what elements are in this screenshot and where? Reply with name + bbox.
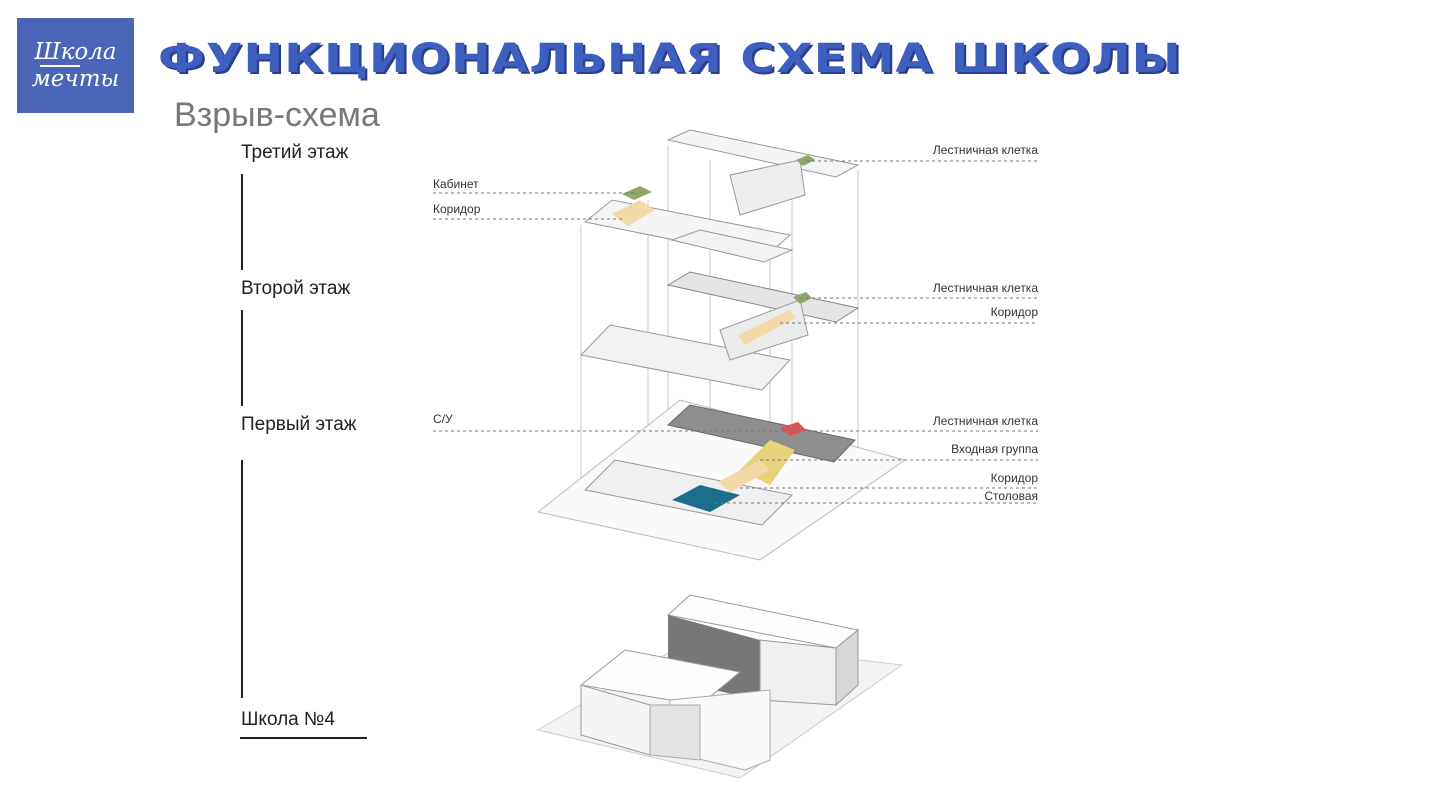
logo-underline bbox=[39, 65, 80, 67]
floor-divider-second bbox=[241, 310, 243, 406]
logo-line-1: Школа bbox=[34, 39, 117, 65]
callout-first-canteen: Столовая bbox=[984, 489, 1038, 503]
callout-third-stair: Лестничная клетка bbox=[933, 143, 1038, 157]
floor-label-first: Первый этаж bbox=[241, 414, 357, 435]
third-corridor-zone bbox=[612, 200, 655, 226]
first-corridor-zone bbox=[718, 460, 770, 492]
first-stair-zone bbox=[780, 422, 806, 436]
callout-first-corridor: Коридор bbox=[991, 471, 1039, 485]
third-floor-plan bbox=[583, 129, 860, 263]
callout-first-entrance: Входная группа bbox=[951, 442, 1038, 456]
logo-line-2: мечты bbox=[31, 66, 120, 92]
floor-divider-first bbox=[241, 460, 243, 698]
third-stair-zone bbox=[796, 155, 815, 166]
callout-first-wc: С/У bbox=[433, 412, 453, 426]
page-subtitle: Взрыв-схема bbox=[174, 96, 380, 134]
callout-first-stair: Лестничная клетка bbox=[933, 414, 1038, 428]
floor-label-second: Второй этаж bbox=[241, 278, 351, 299]
school-label-underline bbox=[240, 737, 367, 739]
school-building-render bbox=[536, 594, 904, 779]
second-corridor-zone bbox=[738, 310, 795, 345]
floor-label-school: Школа №4 bbox=[241, 709, 335, 730]
first-canteen-zone bbox=[672, 485, 740, 512]
callout-third-corridor: Коридор bbox=[433, 202, 481, 216]
callout-lines bbox=[433, 160, 1038, 504]
callout-second-corridor: Коридор bbox=[991, 305, 1039, 319]
page-title: Функциональная схема школы bbox=[158, 36, 1182, 82]
floor-label-third: Третий этаж bbox=[241, 142, 349, 163]
callout-second-stair: Лестничная клетка bbox=[933, 281, 1038, 295]
second-floor-plan bbox=[579, 271, 860, 391]
floor-divider-third bbox=[241, 174, 243, 270]
school-logo: Школа мечты bbox=[17, 18, 134, 113]
third-cabinet-zone bbox=[622, 186, 652, 200]
callout-third-cabinet: Кабинет bbox=[433, 177, 479, 191]
first-floor-plan bbox=[536, 399, 907, 561]
